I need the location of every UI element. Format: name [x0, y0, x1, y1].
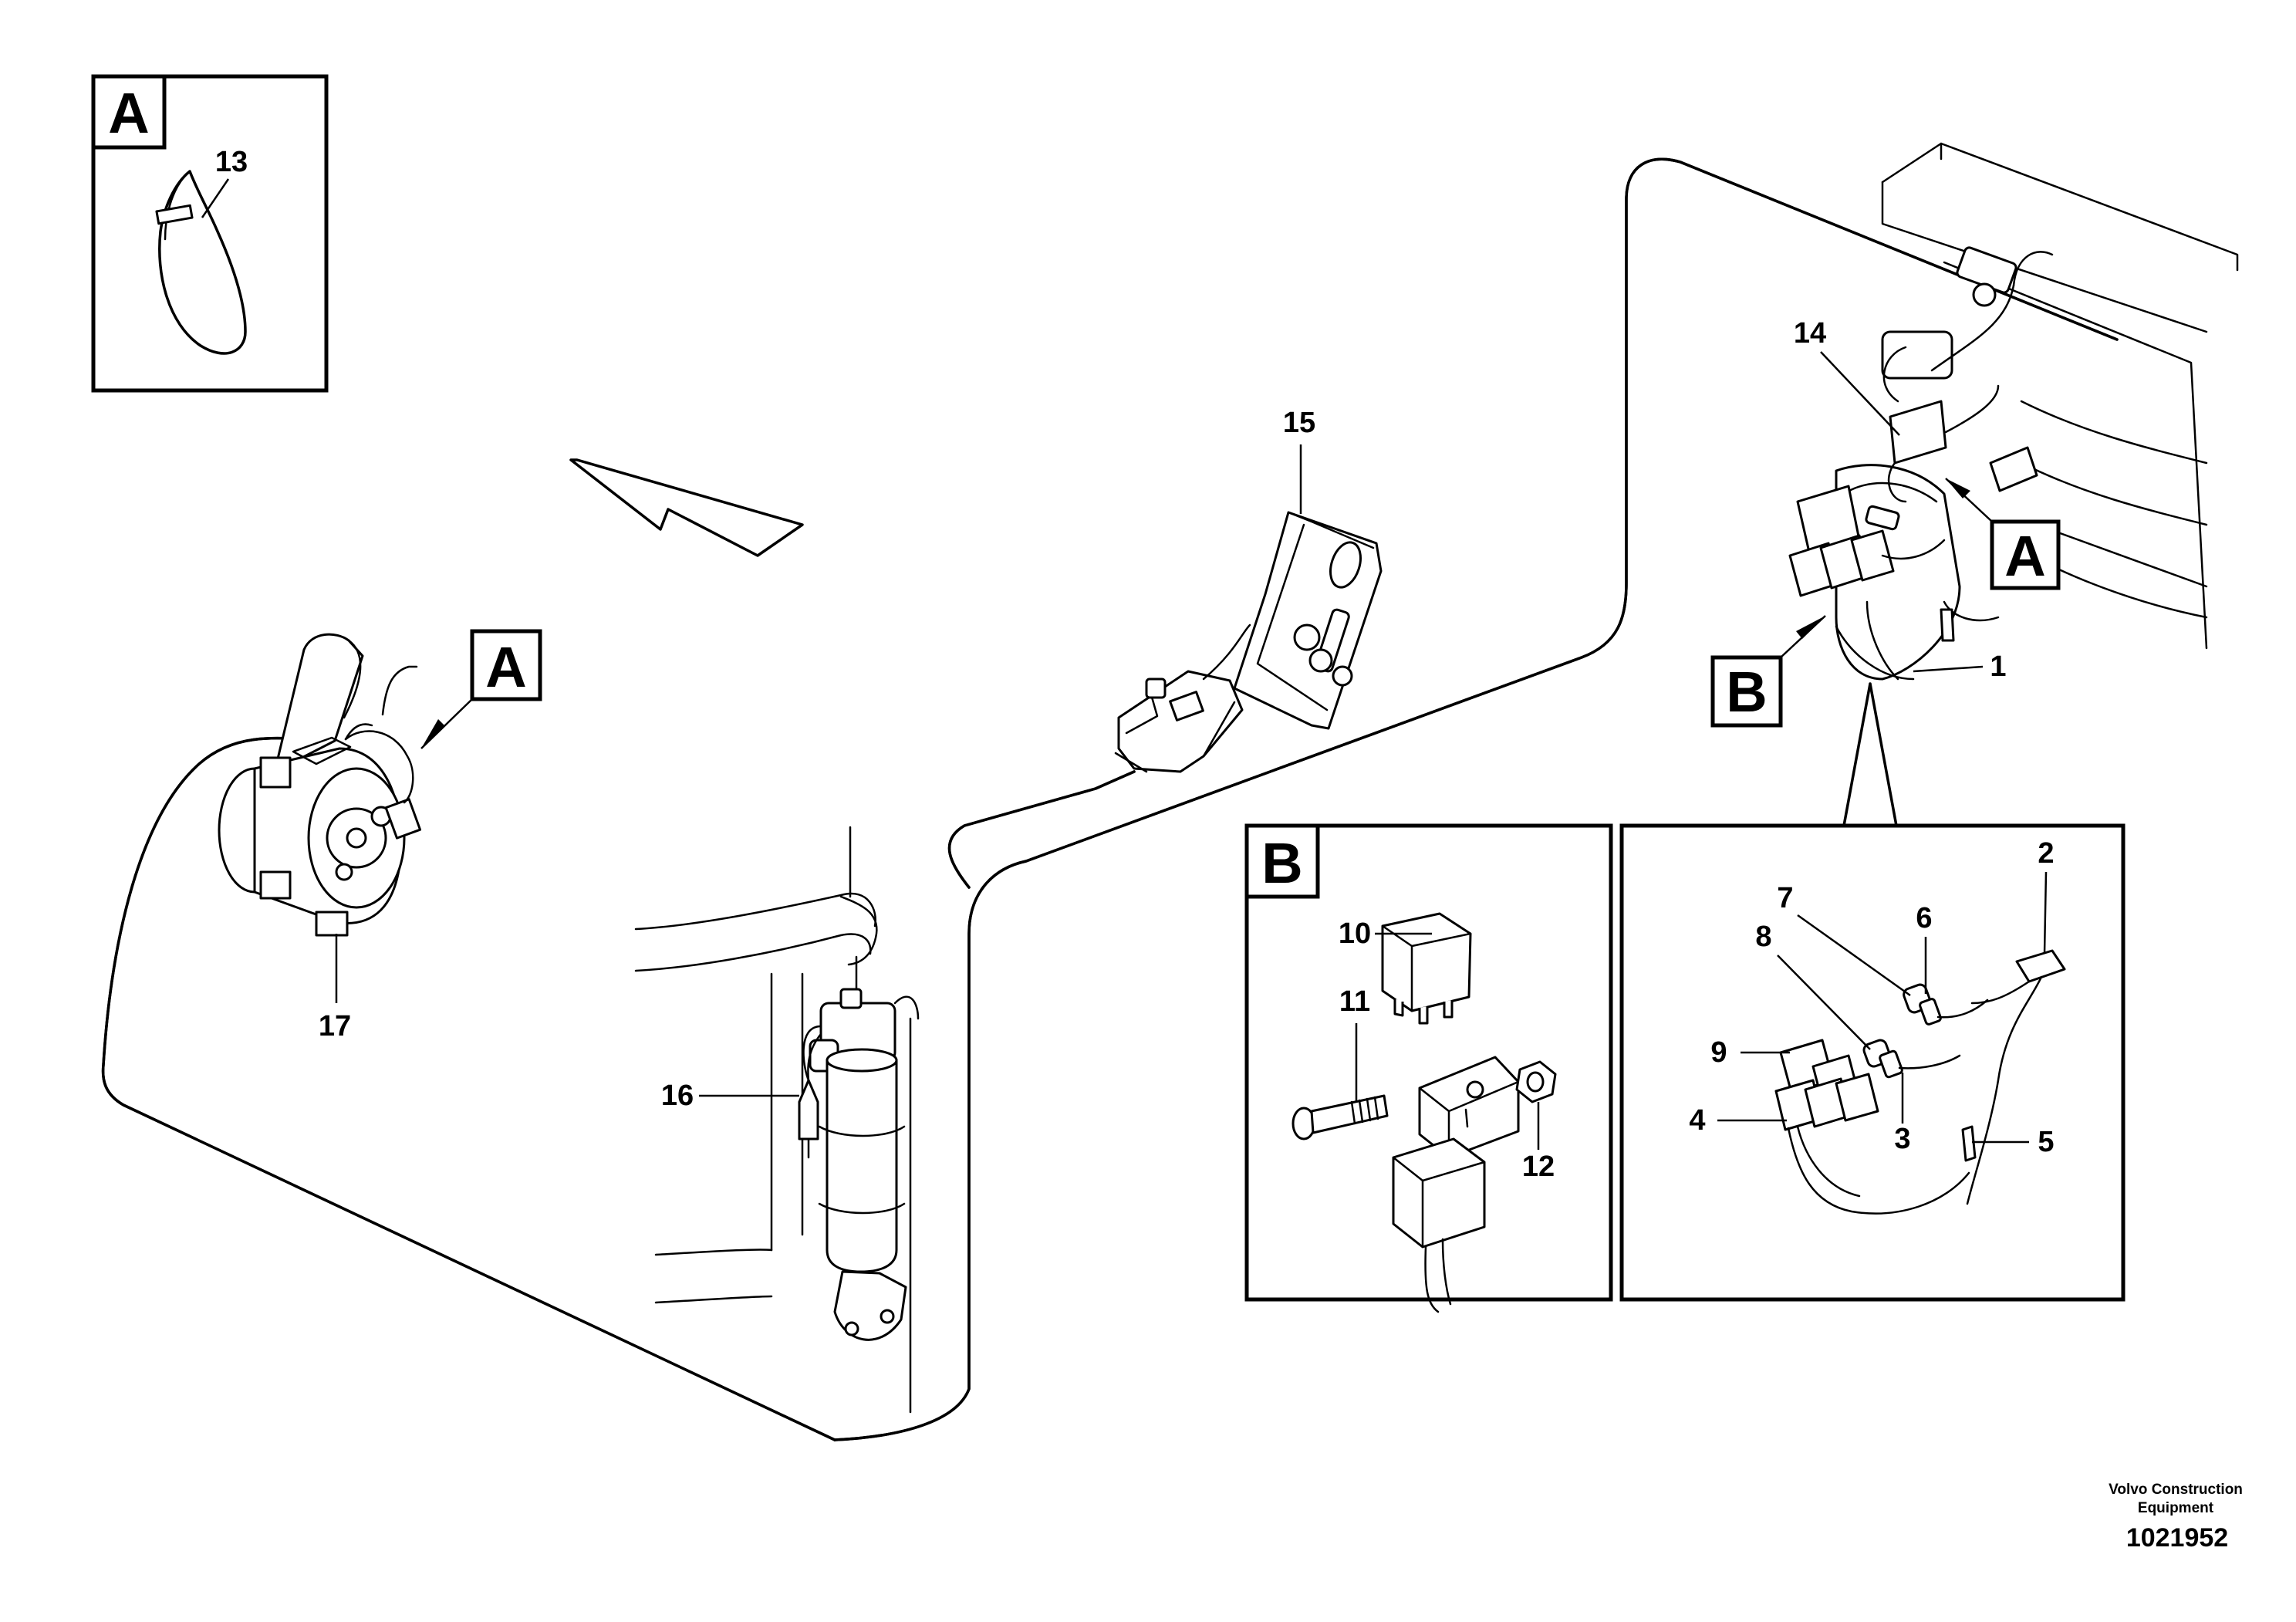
forward-direction-arrow-icon [569, 458, 804, 557]
callout-6: 6 [1916, 902, 1932, 934]
callout-13: 13 [215, 146, 248, 178]
callout-11: 11 [1339, 985, 1370, 1018]
callout-7: 7 [1777, 882, 1793, 914]
svg-text:A: A [485, 635, 526, 699]
company-name-line2: Equipment [2138, 1500, 2214, 1516]
callout-8: 8 [1755, 921, 1771, 953]
relay-holder-4-9 [1774, 1039, 1970, 1215]
main-harness [101, 157, 2119, 1441]
cable-tie-13 [155, 170, 247, 355]
detail-a-ref-cab: A [1945, 478, 2061, 590]
connector-3-8 [1862, 1039, 1961, 1079]
footer-block: Volvo Construction Equipment 1021952 [2109, 1482, 2243, 1553]
detail-b-label: B [1261, 831, 1302, 895]
cab-evaporator-section [1788, 142, 2239, 681]
callout-3: 3 [1894, 1123, 1910, 1155]
connector-2 [1966, 949, 2066, 1205]
svg-text:A: A [2004, 524, 2045, 588]
nut-12 [1515, 1060, 1557, 1103]
harness-detail-inset: 2 6 7 8 3 9 4 [1619, 823, 2125, 1302]
callout-5: 5 [2038, 1126, 2054, 1158]
relay-socket [1392, 1056, 1520, 1313]
callout-15: 15 [1283, 407, 1315, 439]
callout-16: 16 [661, 1080, 694, 1112]
callout-10: 10 [1339, 917, 1371, 950]
detail-a-inset: A 13 [91, 74, 329, 393]
detail-b-inset: B 10 11 12 [1244, 823, 1613, 1313]
company-name-line1: Volvo Construction [2109, 1482, 2243, 1498]
detail-a-ref-compressor: A [420, 629, 542, 749]
callout-2: 2 [2038, 837, 2054, 870]
detail-a-label: A [108, 81, 149, 145]
callout-12: 12 [1522, 1151, 1555, 1183]
relay-10 [1381, 912, 1472, 1025]
callout-14: 14 [1794, 317, 1826, 350]
callout-4: 4 [1689, 1104, 1705, 1137]
detail-b-ref-cab: B [1710, 615, 1826, 728]
connector-6-7 [1903, 983, 1989, 1026]
screw-11 [1292, 1094, 1389, 1140]
clip-5 [1961, 1125, 1977, 1162]
receiver-drier-16 [798, 988, 907, 1341]
svg-text:B: B [1726, 660, 1767, 724]
document-number: 1021952 [2126, 1523, 2228, 1553]
callout-9: 9 [1710, 1036, 1727, 1069]
control-panel-15 [1114, 511, 1383, 773]
ac-compressor-17 [218, 633, 422, 937]
callout-17: 17 [319, 1010, 351, 1042]
callout-1: 1 [1990, 650, 2006, 683]
